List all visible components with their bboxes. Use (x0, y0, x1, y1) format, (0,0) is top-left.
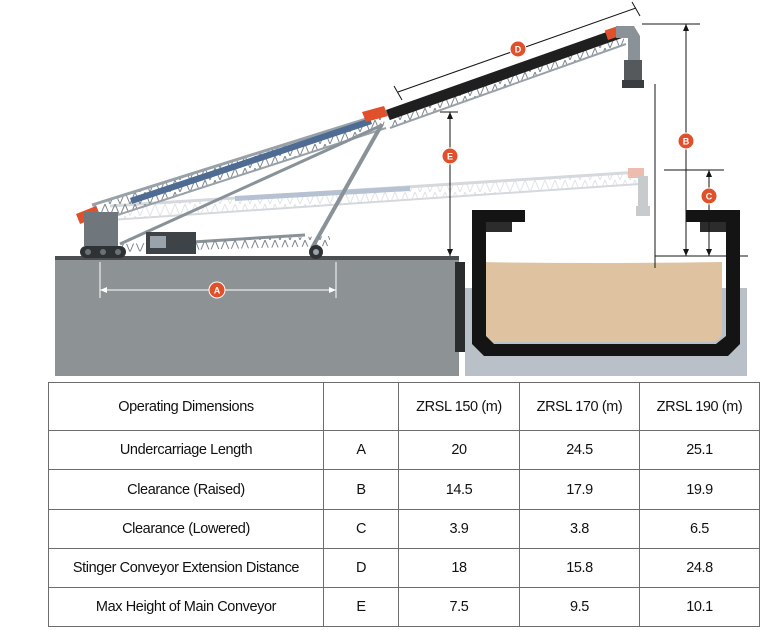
row-label: Clearance (Raised) (48, 469, 324, 510)
row-value-zrsl-170: 15.8 (519, 547, 640, 588)
table-header-row: Operating Dimensions ZRSL 150 (m) ZRSL 1… (48, 381, 760, 432)
svg-text:B: B (683, 137, 690, 147)
header-zrsl-190: ZRSL 190 (m) (639, 381, 760, 432)
table-row: Undercarriage Length A 20 24.5 25.1 (48, 430, 760, 471)
header-zrsl-150: ZRSL 150 (m) (398, 381, 520, 432)
row-value-zrsl-190: 24.8 (639, 547, 760, 588)
row-code: A (323, 430, 399, 471)
row-label: Max Height of Main Conveyor (48, 586, 324, 628)
row-value-zrsl-190: 19.9 (639, 469, 760, 510)
table-row: Clearance (Raised) B 14.5 17.9 19.9 (48, 469, 760, 510)
row-code: C (323, 508, 399, 549)
dock-ground (55, 256, 465, 376)
row-label: Undercarriage Length (48, 430, 324, 471)
header-operating-dimensions: Operating Dimensions (48, 381, 324, 432)
row-value-zrsl-170: 3.8 (519, 508, 640, 549)
row-label: Stinger Conveyor Extension Distance (48, 547, 324, 588)
row-code: B (323, 469, 399, 510)
row-label: Clearance (Lowered) (48, 508, 324, 549)
row-value-zrsl-150: 14.5 (398, 469, 520, 510)
row-value-zrsl-150: 7.5 (398, 586, 520, 628)
lowered-conveyor-ghost (109, 168, 650, 221)
row-value-zrsl-190: 6.5 (639, 508, 760, 549)
table-row: Clearance (Lowered) C 3.9 3.8 6.5 (48, 508, 760, 549)
marker-a: A (208, 281, 226, 299)
barge (472, 210, 740, 356)
marker-b: B (677, 132, 695, 150)
stinger-conveyor (384, 25, 644, 129)
dimension-e (440, 111, 458, 256)
marker-e: E (441, 147, 459, 165)
row-code: E (323, 586, 399, 628)
row-code: D (323, 547, 399, 588)
row-value-zrsl-170: 9.5 (519, 586, 640, 628)
row-value-zrsl-190: 25.1 (639, 430, 760, 471)
dimension-c (655, 169, 748, 257)
row-value-zrsl-150: 20 (398, 430, 520, 471)
row-value-zrsl-170: 24.5 (519, 430, 640, 471)
header-code (323, 381, 399, 432)
marker-c: C (700, 187, 718, 205)
row-value-zrsl-150: 3.9 (398, 508, 520, 549)
row-value-zrsl-150: 18 (398, 547, 520, 588)
conveyor-diagram: A E D B C (55, 1, 748, 376)
svg-text:C: C (706, 192, 713, 202)
undercarriage (80, 212, 323, 259)
table-row: Stinger Conveyor Extension Distance D 18… (48, 547, 760, 588)
marker-d: D (509, 40, 527, 58)
row-value-zrsl-190: 10.1 (639, 586, 760, 628)
operating-dimensions-table: Operating Dimensions ZRSL 150 (m) ZRSL 1… (48, 381, 760, 628)
table-row: Max Height of Main Conveyor E 7.5 9.5 10… (48, 586, 760, 628)
svg-text:D: D (515, 45, 522, 55)
svg-text:A: A (214, 286, 221, 296)
svg-text:E: E (447, 152, 453, 162)
row-value-zrsl-170: 17.9 (519, 469, 640, 510)
header-zrsl-170: ZRSL 170 (m) (519, 381, 640, 432)
